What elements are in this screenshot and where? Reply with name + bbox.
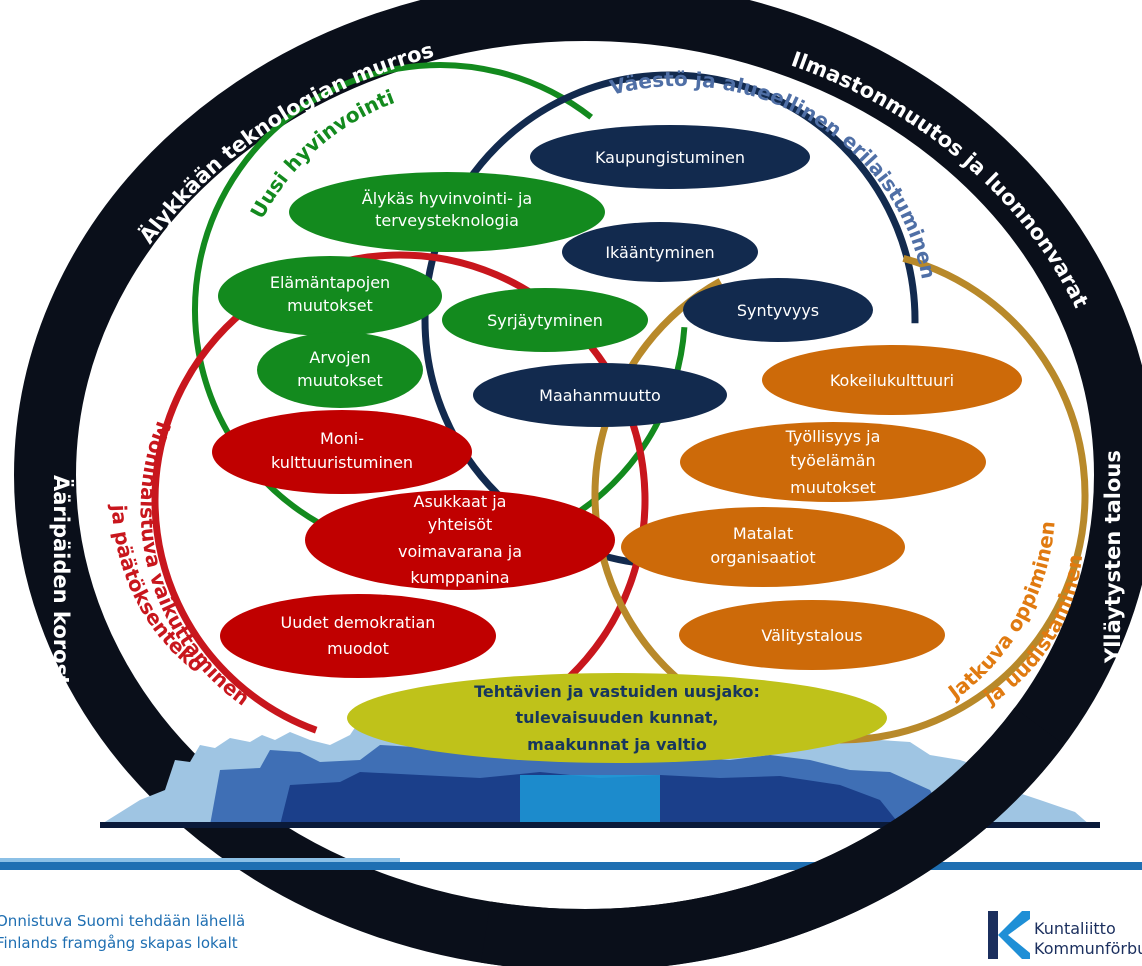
oval-syrjaytyminen: Syrjäytyminen (442, 288, 648, 352)
oval-elamantapojen-muutokset: Elämäntapojen muutokset (218, 256, 442, 336)
svg-text:Moni-: Moni- (320, 429, 364, 448)
footer-slogan-fi: Onnistuva Suomi tehdään lähellä (0, 912, 246, 930)
svg-text:Matalat: Matalat (733, 524, 793, 543)
oval-asukkaat-ja-yhteisot: Asukkaat ja yhteisöt voimavarana ja kump… (305, 490, 615, 590)
oval-matalat-organisaatiot: Matalat organisaatiot (621, 507, 905, 587)
oval-kokeilukulttuuri: Kokeilukulttuuri (762, 345, 1022, 415)
svg-text:Asukkaat ja: Asukkaat ja (414, 492, 507, 511)
footer-band (0, 858, 1142, 870)
oval-kaupungistuminen: Kaupungistuminen (530, 125, 810, 189)
oval-tyollisyys: Työllisyys ja työelämän muutokset (680, 422, 986, 502)
footer-slogan-sv: Finlands framgång skapas lokalt (0, 934, 238, 952)
oval-maahanmuutto: Maahanmuutto (473, 363, 727, 427)
oval-ikaantyminen: Ikääntyminen (562, 222, 758, 282)
oval-uudet-demokratian-muodot: Uudet demokratian muodot (220, 594, 496, 678)
svg-text:yhteisöt: yhteisöt (428, 515, 493, 534)
svg-text:Älykäs hyvinvointi- ja: Älykäs hyvinvointi- ja (362, 189, 532, 208)
svg-text:muutokset: muutokset (297, 371, 383, 390)
svg-text:Kaupungistuminen: Kaupungistuminen (595, 148, 745, 167)
logo-k-icon (988, 911, 1030, 959)
svg-text:työelämän: työelämän (790, 451, 875, 470)
label-aaripaiden-korostuminen: Ääripäiden korostuminen (49, 475, 74, 774)
svg-text:Syntyvyys: Syntyvyys (737, 301, 819, 320)
svg-text:Arvojen: Arvojen (309, 348, 370, 367)
svg-text:Kokeilukulttuuri: Kokeilukulttuuri (830, 371, 954, 390)
logo-text-fi: Kuntaliitto (1034, 919, 1116, 938)
kuntaliitto-logo: Kuntaliitto Kommunförbundet (982, 905, 1142, 965)
svg-text:Työllisyys ja: Työllisyys ja (785, 427, 881, 446)
svg-text:kumppanina: kumppanina (410, 568, 509, 587)
oval-tehtavien-ja-vastuiden-uusjako: Tehtävien ja vastuiden uusjako: tulevais… (347, 673, 887, 763)
svg-text:Maahanmuutto: Maahanmuutto (539, 386, 661, 405)
label-yllatysten-talous: Ylläytysten talous (1101, 450, 1125, 664)
oval-monikulttuuristuminen: Moni- kulttuuristuminen (212, 410, 472, 494)
svg-text:kulttuuristuminen: kulttuuristuminen (271, 453, 413, 472)
logo-text-sv: Kommunförbundet (1034, 939, 1142, 958)
svg-text:organisaatiot: organisaatiot (710, 548, 815, 567)
oval-valitystalous: Välitystalous (679, 600, 945, 670)
svg-text:Tehtävien ja vastuiden uusjako: Tehtävien ja vastuiden uusjako: (474, 682, 760, 701)
svg-text:Elämäntapojen: Elämäntapojen (270, 273, 390, 292)
svg-text:Syrjäytyminen: Syrjäytyminen (487, 311, 603, 330)
svg-text:Ikääntyminen: Ikääntyminen (605, 243, 714, 262)
svg-text:voimavarana ja: voimavarana ja (398, 542, 522, 561)
oval-arvojen-muutokset: Arvojen muutokset (257, 332, 423, 408)
circle-moninaistuva (151, 251, 649, 749)
svg-text:maakunnat ja valtio: maakunnat ja valtio (527, 735, 707, 754)
svg-text:Uudet demokratian: Uudet demokratian (281, 613, 436, 632)
oval-syntyvyys: Syntyvyys (683, 278, 873, 342)
svg-text:muutokset: muutokset (287, 296, 373, 315)
svg-text:terveysteknologia: terveysteknologia (375, 211, 519, 230)
city-skyline (100, 720, 1100, 828)
svg-text:muodot: muodot (327, 639, 389, 658)
svg-text:tulevaisuuden kunnat,: tulevaisuuden kunnat, (516, 708, 719, 727)
svg-text:Välitystalous: Välitystalous (761, 626, 862, 645)
svg-text:muutokset: muutokset (790, 478, 876, 497)
oval-alykas-hyvinvointi: Älykäs hyvinvointi- ja terveysteknologia (289, 172, 605, 252)
